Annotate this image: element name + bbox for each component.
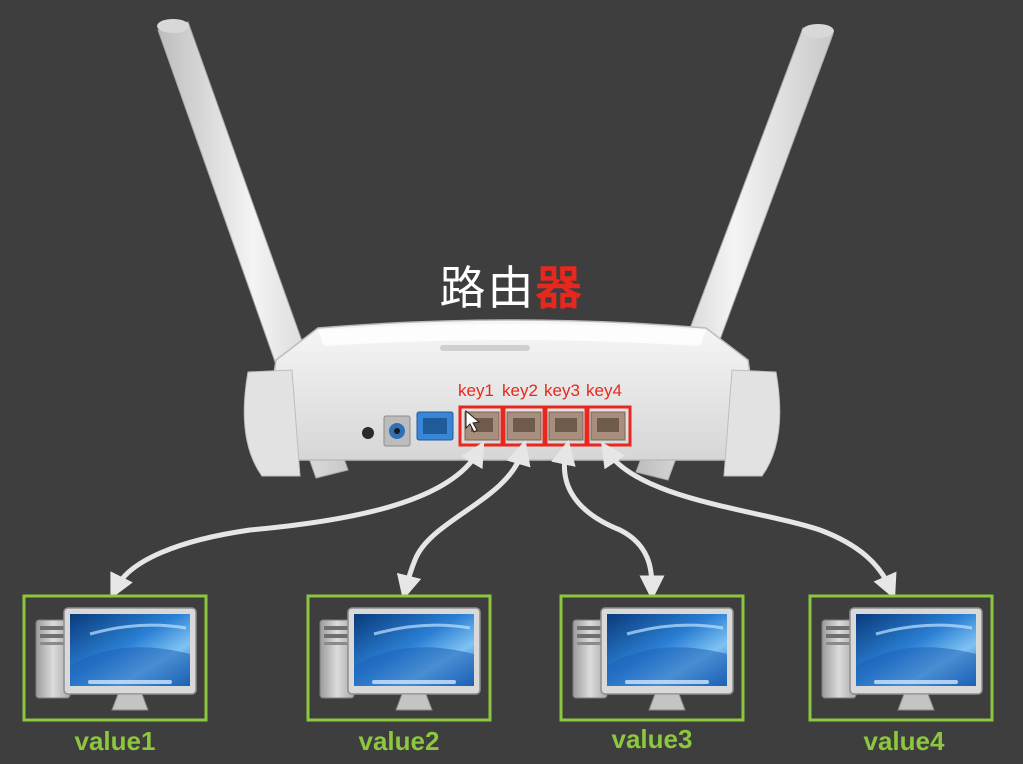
reset-button-icon <box>362 427 374 439</box>
port-key-label-4: key4 <box>586 381 622 400</box>
computer-value-label-2: value2 <box>359 726 440 756</box>
lan-port-3 <box>544 407 588 445</box>
port-key-label-1: key1 <box>458 381 494 400</box>
computer-value-label-1: value1 <box>75 726 156 756</box>
computer-node-1 <box>24 596 206 720</box>
port-key-label-3: key3 <box>544 381 580 400</box>
title-main: 路由 <box>440 261 536 315</box>
computer-node-2 <box>308 596 490 720</box>
desktop-computer-icon <box>320 608 480 710</box>
title-accent: 器 <box>536 261 584 315</box>
lan-port-2 <box>502 407 546 445</box>
desktop-computer-icon <box>36 608 196 710</box>
diagram-title: 路由器 <box>0 252 1023 318</box>
computer-value-label-4: value4 <box>864 726 945 756</box>
computer-node-3 <box>561 596 743 720</box>
port-key-label-2: key2 <box>502 381 538 400</box>
desktop-computer-icon <box>822 608 982 710</box>
computer-value-label-3: value3 <box>612 724 693 754</box>
computer-node-4 <box>810 596 992 720</box>
lan-port-4 <box>586 407 630 445</box>
desktop-computer-icon <box>573 608 733 710</box>
